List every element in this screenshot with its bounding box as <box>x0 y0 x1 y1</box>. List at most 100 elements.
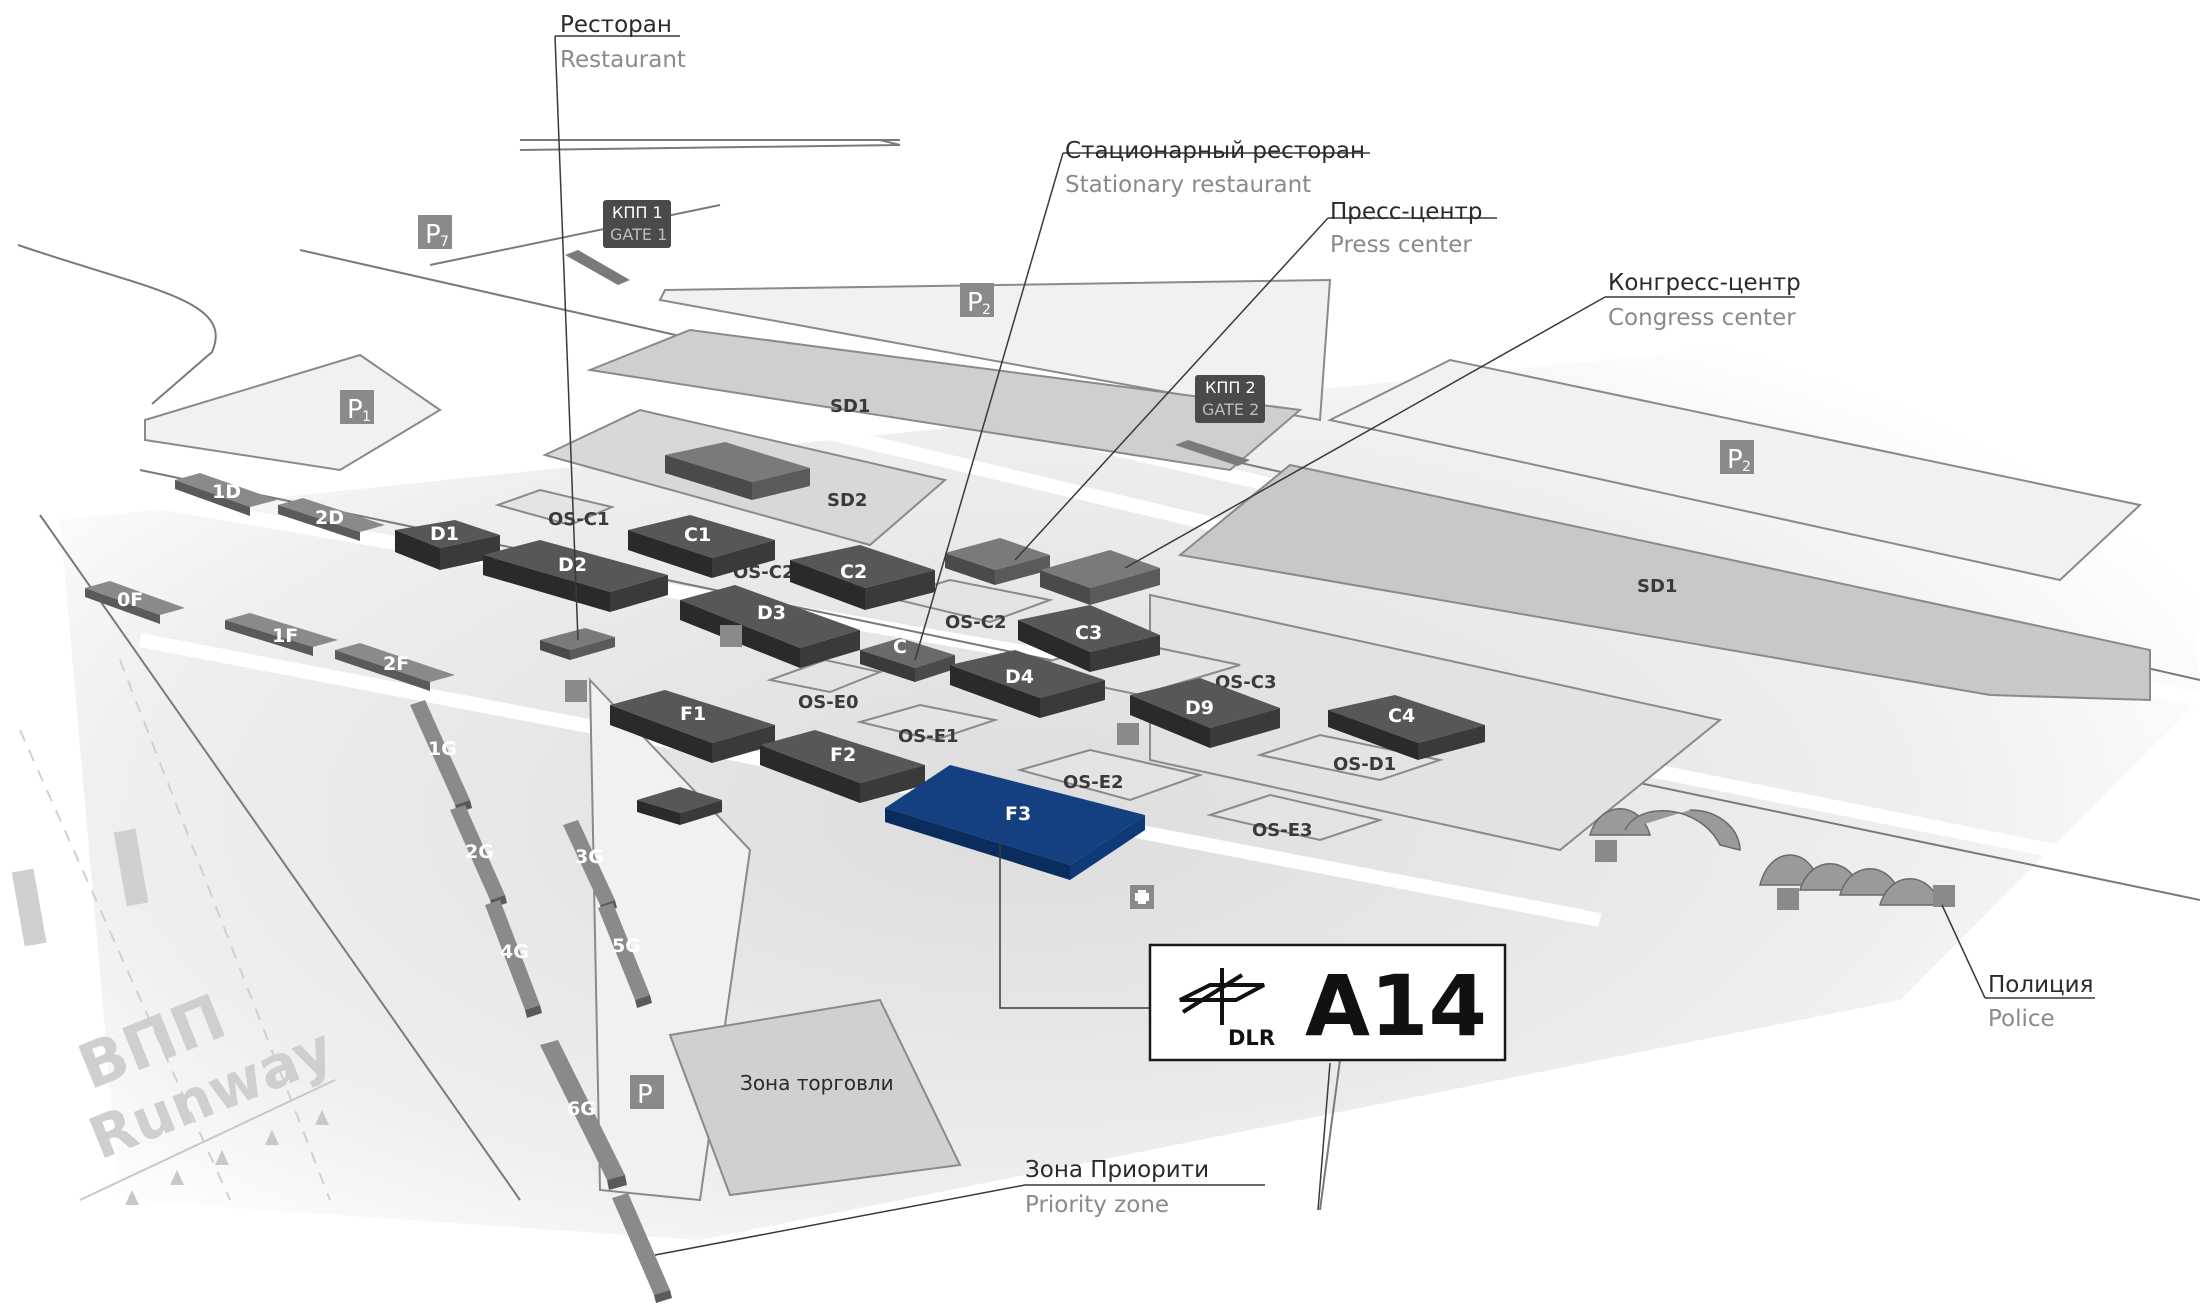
parking-p1-label: P <box>347 395 363 425</box>
chalet-2g-label: 2G <box>465 841 494 863</box>
hall-d9-label: D9 <box>1185 697 1214 719</box>
gate-1-label-en: GATE 1 <box>610 225 667 244</box>
gate-1-barrier <box>565 250 630 285</box>
hall-c: C <box>860 636 955 682</box>
zone-ose3-label: OS-E3 <box>1252 820 1313 841</box>
hall-c-label: C <box>893 636 907 658</box>
trade-zone <box>668 998 962 1197</box>
chalets: 1D 2D 0F 1F 2F 1G 2G 3G 4G 5G 6G <box>85 473 672 1303</box>
callout-police-ru: Полиция <box>1988 972 2093 998</box>
callout-lines <box>554 35 2095 1256</box>
hall-d4: D4 <box>950 650 1105 718</box>
zone-sd1-top <box>586 328 1303 472</box>
chalet-5g: 5G <box>598 903 652 1008</box>
zone-sd1-right <box>1177 463 2151 702</box>
chalet-1d: 1D <box>175 473 277 516</box>
zone-sd1-top-label: SD1 <box>830 396 870 417</box>
chalet-3g-label: 3G <box>575 846 604 868</box>
parking-p1-sub: 1 <box>362 409 371 425</box>
chalet-5g-label: 5G <box>612 935 641 957</box>
restroom-icon <box>720 625 742 647</box>
hall-f3-label: F3 <box>1005 803 1031 825</box>
zone-osc1-label: OS-C1 <box>548 509 609 530</box>
chalet-4g: 4G <box>485 900 542 1018</box>
halls: D1 D2 C1 C2 D3 <box>395 515 1485 825</box>
hall-f2: F2 <box>760 730 925 803</box>
chalet-0f: 0F <box>85 581 185 624</box>
callout-congress-center-en: Congress center <box>1608 305 1796 331</box>
chalet-1d-label: 1D <box>212 481 241 503</box>
hall-d1: D1 <box>395 520 500 570</box>
callout-police-en: Police <box>1988 1006 2055 1032</box>
chalet-1f-label: 1F <box>272 625 298 647</box>
hall-c3-label: C3 <box>1075 622 1102 644</box>
callout-stationary-restaurant-ru: Стационарный ресторан <box>1065 138 1365 164</box>
chalet-6g-label: 6G <box>567 1098 596 1120</box>
hall-c2-label: C2 <box>840 561 867 583</box>
hangars <box>1589 808 1941 906</box>
gate-1-label-ru: КПП 1 <box>612 203 663 222</box>
chalet-1f: 1F <box>225 613 338 656</box>
chalet-4g-label: 4G <box>500 941 529 963</box>
gate-2: КПП 2 GATE 2 <box>1195 375 1265 423</box>
hall-d3-label: D3 <box>757 602 786 624</box>
hall-c1-label: C1 <box>684 524 711 546</box>
hall-c2: C2 <box>790 545 935 610</box>
parking-p2-top-sub: 2 <box>982 302 991 318</box>
zone-ose0-label: OS-E0 <box>798 692 859 713</box>
zone-sd1-right-label: SD1 <box>1637 576 1677 597</box>
hall-c4: C4 <box>1328 695 1485 760</box>
callout-press-center-ru: Пресс-центр <box>1330 199 1482 225</box>
chalet-2f-label: 2F <box>383 653 409 675</box>
restroom-icon <box>1117 723 1139 745</box>
hall-f2-label: F2 <box>830 744 856 766</box>
callout-priority-zone-ru: Зона Приорити <box>1025 1157 1209 1183</box>
booth-callout[interactable]: DLR A14 <box>1148 943 1507 1062</box>
booth-org-label: DLR <box>1228 1026 1275 1050</box>
chalet-2d-label: 2D <box>315 507 344 529</box>
zone-sd2-label: SD2 <box>827 490 867 511</box>
building-press-center <box>1040 550 1160 605</box>
chalet-2d: 2D <box>278 498 385 541</box>
building-sd2-block <box>665 442 810 500</box>
chalet-1g-label: 1G <box>428 738 457 760</box>
gate-1: КПП 1 GATE 1 <box>603 200 671 248</box>
parking-p2-right-label: P <box>1727 445 1743 475</box>
hall-d2-label: D2 <box>558 554 587 576</box>
callout-priority-zone-en: Priority zone <box>1025 1192 1169 1218</box>
parking-p7-label: P <box>425 220 441 250</box>
chalet-0f-label: 0F <box>117 589 143 611</box>
callout-stationary-restaurant-en: Stationary restaurant <box>1065 172 1311 198</box>
hall-c3: C3 <box>1018 605 1160 672</box>
callout-congress-center-ru: Конгресс-центр <box>1608 270 1801 296</box>
hall-f3-highlighted[interactable]: F3 <box>885 765 1145 880</box>
parking-p7-sub: 7 <box>440 234 449 250</box>
hall-d9: D9 <box>1130 678 1280 748</box>
hall-small-dark <box>637 787 722 825</box>
zone-osc3-label: OS-C3 <box>1215 672 1276 693</box>
zone-ose2-label: OS-E2 <box>1063 772 1124 793</box>
gate-2-label-ru: КПП 2 <box>1205 378 1256 397</box>
zone-osc2b-label: OS-C2 <box>945 612 1006 633</box>
dlr-logo-icon <box>1179 968 1265 1025</box>
service-icons <box>565 625 1955 910</box>
callout-restaurant-en: Restaurant <box>560 47 686 73</box>
service-buildings <box>540 250 1250 660</box>
restroom-icon <box>1777 888 1799 910</box>
parking-p2-right-sub: 2 <box>1742 459 1751 475</box>
booth-label: A14 <box>1305 957 1487 1055</box>
callout-restaurant-ru: Ресторан <box>560 12 672 38</box>
zone-ose1-label: OS-E1 <box>898 726 959 747</box>
hall-c1: C1 <box>628 515 775 578</box>
callout-press-center-en: Press center <box>1330 232 1472 258</box>
restroom-icon <box>1595 840 1617 862</box>
runway-arrows <box>125 1110 329 1205</box>
gate-2-barrier <box>1175 440 1250 466</box>
chalet-2f: 2F <box>335 643 455 691</box>
parking-bottom: P <box>630 1075 664 1110</box>
police-icon <box>1933 885 1955 907</box>
chalet-priority <box>612 1193 672 1303</box>
